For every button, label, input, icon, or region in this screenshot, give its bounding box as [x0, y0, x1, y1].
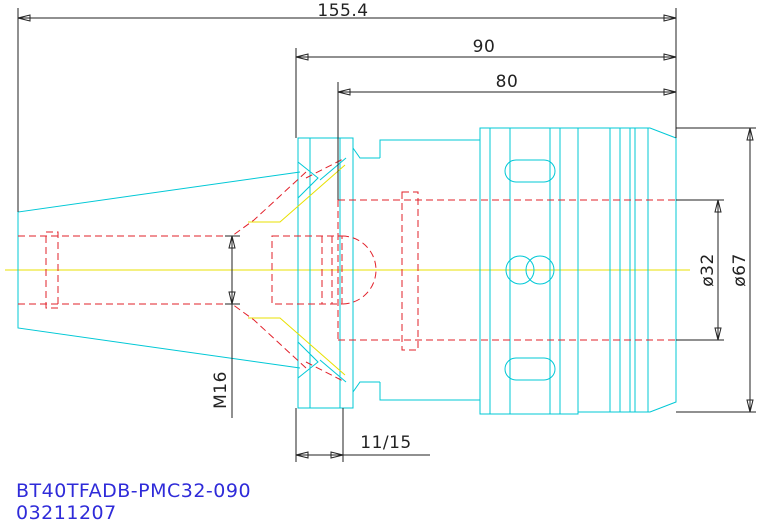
flange-dims-label: 11/15 [360, 433, 412, 453]
overall-length-label: 155.4 [317, 1, 368, 21]
tool-holder-outline [17, 127, 677, 415]
inner-cone-lines [248, 164, 346, 376]
part-number-caption: BT40TFADB-PMC32-090 [16, 480, 251, 502]
body-diameter-label: ø67 [730, 253, 750, 287]
thread-size-label: M16 [211, 371, 231, 409]
part-code-caption: 03211207 [16, 502, 117, 523]
gauge-to-nose-label: 90 [473, 37, 496, 57]
flange-to-nose-label: 80 [496, 72, 519, 92]
hidden-lines [18, 157, 676, 383]
dimension-lines [17, 8, 756, 462]
clamp-diameter-label: ø32 [698, 253, 718, 287]
